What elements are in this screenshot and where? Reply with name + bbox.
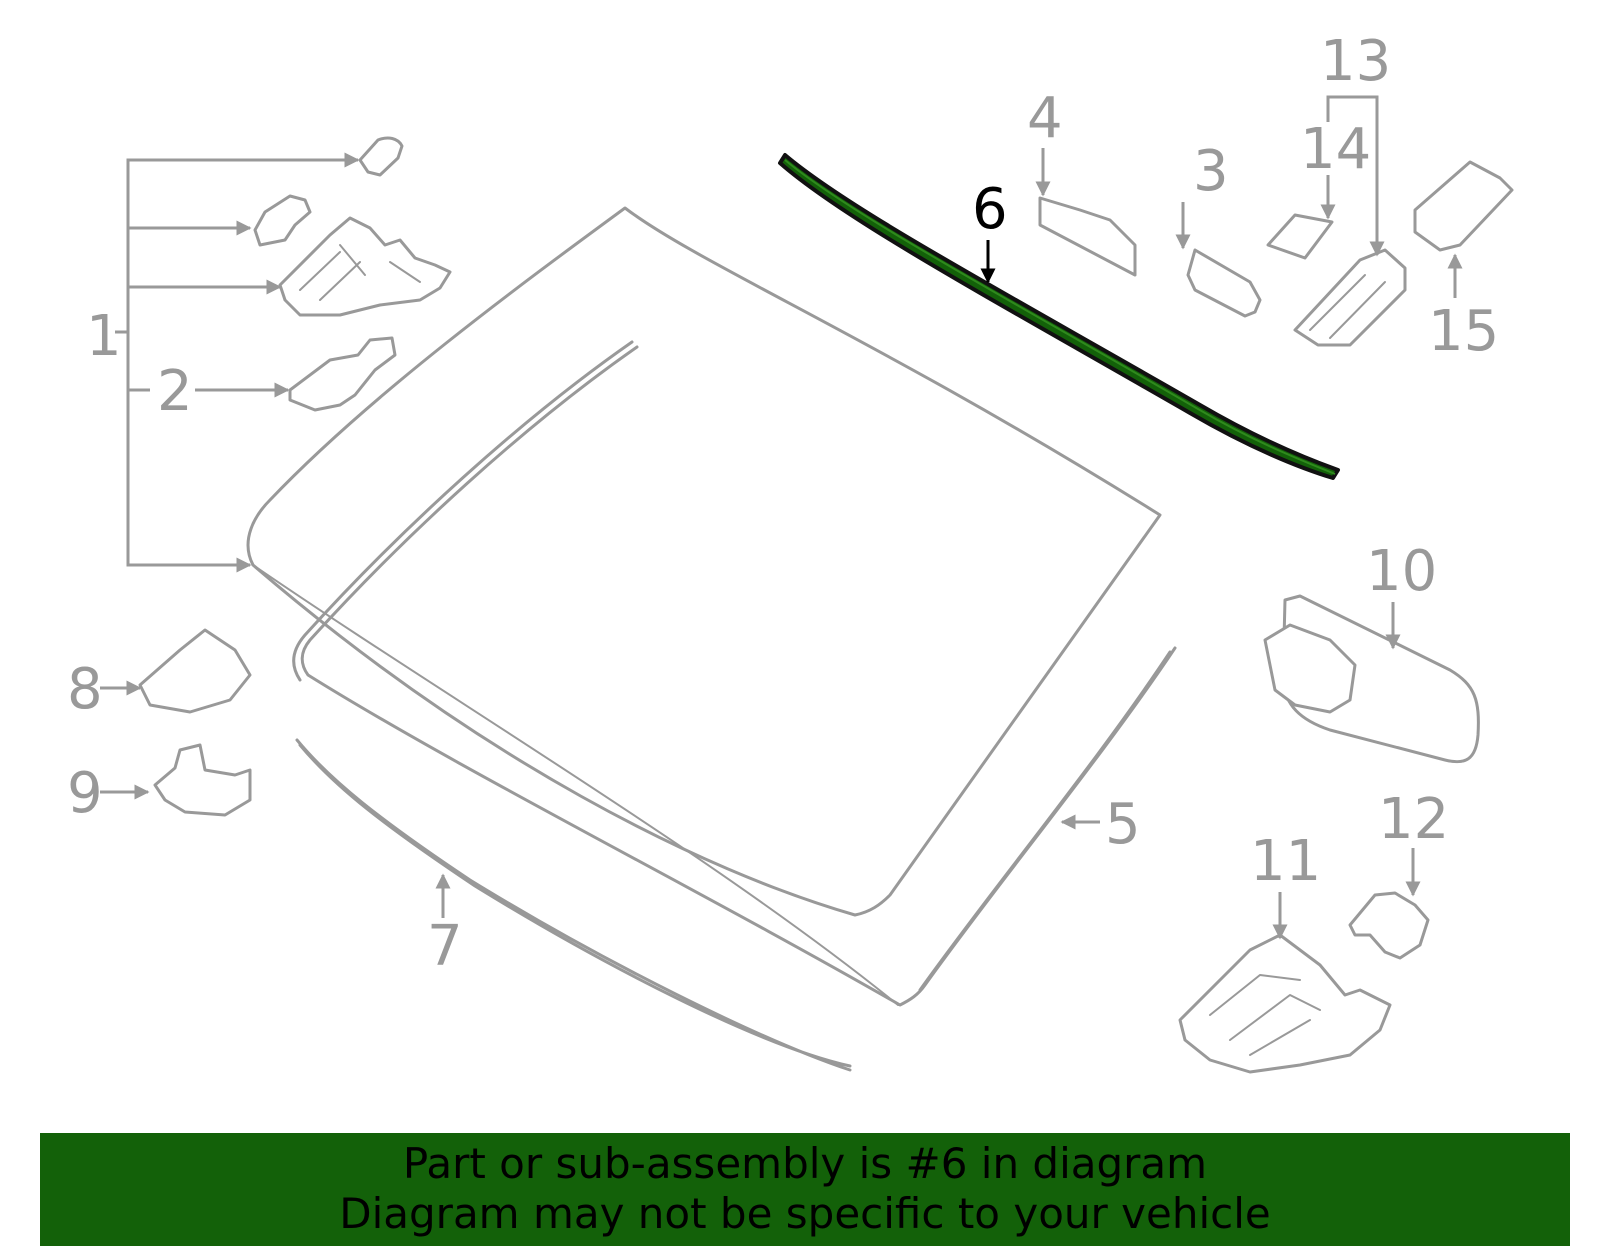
info-banner: Part or sub-assembly is #6 in diagram Di… [40, 1133, 1570, 1246]
part-10-mirror[interactable] [1281, 594, 1480, 764]
lower-molding-strip[interactable] [295, 738, 852, 1072]
part-10-mount [1263, 623, 1357, 714]
part-11-detail [1209, 974, 1321, 1056]
label-part-9: 9 [67, 761, 103, 826]
label-part-4: 4 [1027, 86, 1063, 151]
part-1-clip[interactable] [358, 136, 404, 177]
label-part-11: 11 [1250, 829, 1321, 894]
part-8-bracket[interactable] [138, 628, 252, 714]
part-11-console[interactable] [1178, 933, 1392, 1074]
label-part-7: 7 [427, 914, 463, 979]
part-14-pad[interactable] [1266, 213, 1334, 260]
windshield-glass[interactable] [246, 206, 1162, 917]
part-1-housing[interactable] [278, 216, 452, 317]
part-13-detail [1309, 274, 1386, 339]
label-part-13: 13 [1320, 29, 1391, 94]
part-1-housing-detail [299, 244, 421, 301]
label-part-5: 5 [1105, 792, 1141, 857]
banner-line-1: Part or sub-assembly is #6 in diagram [402, 1139, 1208, 1188]
label-part-3: 3 [1193, 139, 1229, 204]
label-part-6: 6 [972, 177, 1008, 242]
part-12-bracket[interactable] [1348, 891, 1430, 960]
roof-molding-centerline [784, 159, 1336, 475]
part-15-cover[interactable] [1413, 160, 1514, 252]
label-part-8: 8 [67, 657, 103, 722]
label-part-12: 12 [1378, 787, 1449, 852]
label-part-2: 2 [157, 359, 193, 424]
glass-lower-edge [252, 564, 899, 1006]
windshield-molding[interactable] [292, 340, 1177, 1007]
part-9-bracket[interactable] [153, 743, 252, 817]
part-13-cover[interactable] [1293, 248, 1407, 347]
banner-line-2: Diagram may not be specific to your vehi… [339, 1189, 1271, 1238]
part-1-bracket[interactable] [253, 194, 312, 247]
label-part-14: 14 [1300, 117, 1371, 182]
label-part-15: 15 [1428, 299, 1499, 364]
roof-molding-part-6[interactable] [778, 153, 1340, 480]
leader-lines [100, 95, 1463, 940]
part-4-pad[interactable] [1038, 196, 1137, 277]
part-3-bracket[interactable] [1186, 248, 1262, 318]
label-part-1: 1 [86, 304, 122, 369]
label-part-10: 10 [1366, 539, 1437, 604]
part-2-sensor[interactable] [288, 336, 397, 412]
